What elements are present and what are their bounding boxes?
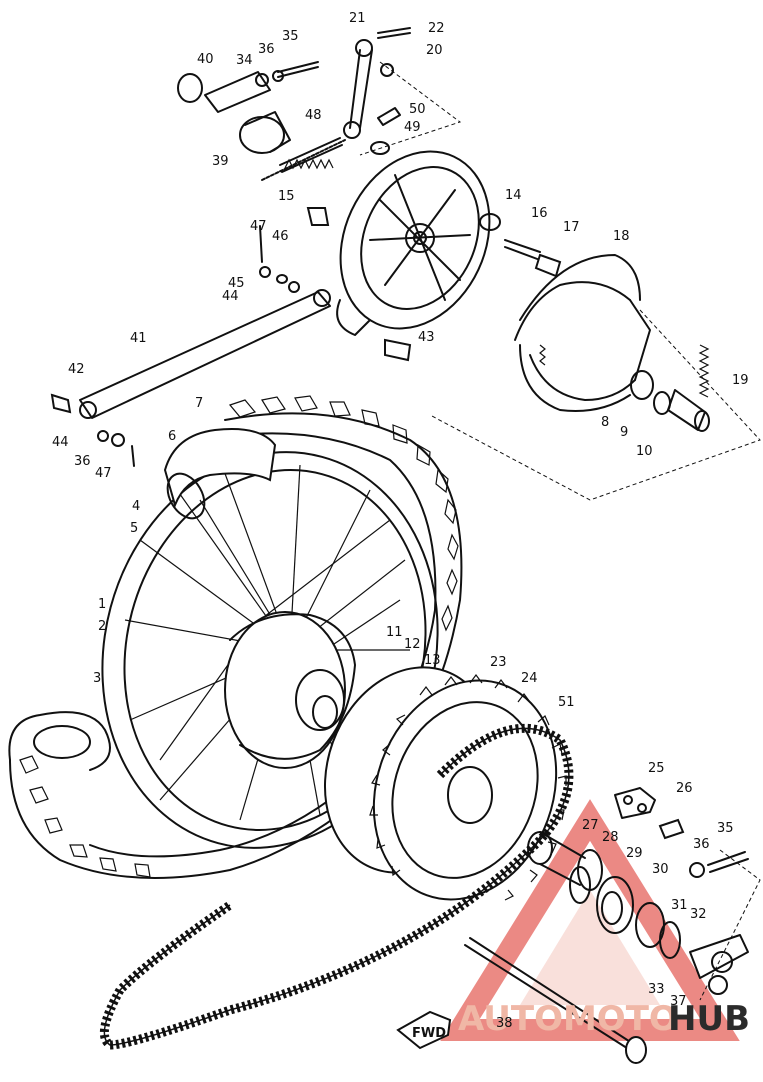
callout-28: 28: [602, 830, 619, 845]
callout-23: 23: [490, 655, 507, 670]
callout-36b: 36: [74, 454, 91, 469]
guide-lines: [359, 61, 761, 1001]
callout-40: 40: [197, 52, 214, 67]
callout-45: 45: [228, 276, 245, 291]
callout-20: 20: [426, 43, 443, 58]
callout-15: 15: [278, 189, 295, 204]
callout-39: 39: [212, 154, 229, 169]
callout-4: 4: [132, 499, 140, 514]
callout-46: 46: [272, 229, 289, 244]
callout-48: 48: [305, 108, 322, 123]
callout-41: 41: [130, 331, 147, 346]
callout-36c: 36: [693, 837, 710, 852]
torque-rod: [50, 225, 412, 467]
callout-44b: 44: [52, 435, 69, 450]
callout-11: 11: [386, 625, 403, 640]
axle-parts: [464, 787, 749, 1064]
callout-43: 43: [418, 330, 435, 345]
callout-35a: 35: [282, 29, 299, 44]
watermark-left: AUTOMOTO: [458, 999, 678, 1039]
callout-2: 2: [98, 619, 106, 634]
callout-22: 22: [428, 21, 445, 36]
callout-29: 29: [626, 846, 643, 861]
callout-labels: 1 2 3 4 5 6 7 8 9 10 11 12 13 14 15 16 1…: [52, 11, 749, 1031]
callout-16: 16: [531, 206, 548, 221]
callout-8: 8: [601, 415, 609, 430]
callout-51: 51: [558, 695, 575, 710]
callout-18: 18: [613, 229, 630, 244]
callout-25: 25: [648, 761, 665, 776]
callout-17: 17: [563, 220, 580, 235]
callout-10: 10: [636, 444, 653, 459]
callout-1: 1: [98, 597, 106, 612]
rear-wheel: [8, 395, 463, 879]
fwd-arrow: FWD: [396, 1010, 452, 1050]
callout-3: 3: [93, 671, 101, 686]
callout-6: 6: [168, 429, 176, 444]
callout-24: 24: [521, 671, 538, 686]
callout-7: 7: [195, 396, 203, 411]
callout-47b: 47: [95, 466, 112, 481]
callout-12: 12: [404, 637, 421, 652]
shoe-spring-bearing: [630, 344, 710, 432]
watermark-text: AUTOMOTO HUB: [458, 999, 750, 1039]
callout-34: 34: [236, 53, 253, 68]
callout-13: 13: [424, 653, 441, 668]
brake-panel: [336, 150, 491, 336]
stay-bracket: [177, 61, 319, 154]
callout-21: 21: [349, 11, 366, 26]
drive-chain: [99, 723, 574, 1050]
callout-42: 42: [68, 362, 85, 377]
cam-lever-group: [261, 27, 411, 181]
watermark-right: HUB: [668, 999, 750, 1039]
fwd-label: FWD: [412, 1026, 446, 1041]
callout-30: 30: [652, 862, 669, 877]
callout-31: 31: [671, 898, 688, 913]
callout-49: 49: [404, 120, 421, 135]
callout-37: 37: [670, 994, 687, 1009]
callout-9: 9: [620, 425, 628, 440]
callout-33: 33: [648, 982, 665, 997]
brake-shoes: [514, 254, 651, 412]
callout-32: 32: [690, 907, 707, 922]
brake-small-parts: [306, 207, 562, 278]
callout-14: 14: [505, 188, 522, 203]
callout-26: 26: [676, 781, 693, 796]
callout-27: 27: [582, 818, 599, 833]
callout-50: 50: [409, 102, 426, 117]
sprocket: [323, 666, 567, 901]
callout-5: 5: [130, 521, 138, 536]
callout-19: 19: [732, 373, 749, 388]
callout-44a: 44: [222, 289, 239, 304]
watermark-logo: [440, 799, 740, 1041]
callout-36a: 36: [258, 42, 275, 57]
callout-38: 38: [496, 1016, 513, 1031]
callout-47a: 47: [250, 219, 267, 234]
callout-35b: 35: [717, 821, 734, 836]
